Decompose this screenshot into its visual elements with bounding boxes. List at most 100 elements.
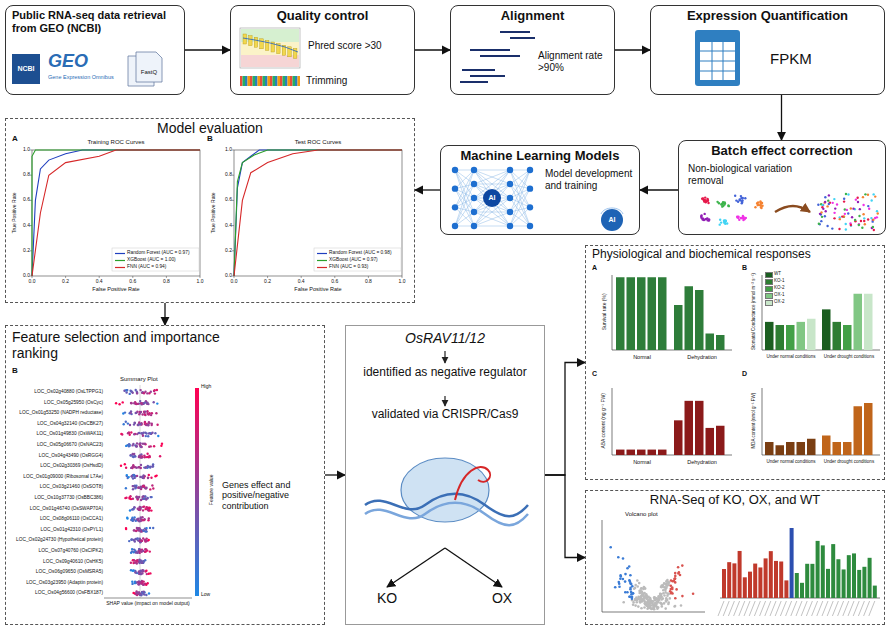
read-stripe	[260, 76, 263, 86]
annotation-label: LOC_Os04g43490 (OsRGG4)	[7, 453, 103, 459]
read-alignment	[460, 32, 535, 82]
batch-dot	[719, 219, 721, 221]
nn-link	[510, 170, 530, 184]
batch-dot	[756, 202, 758, 204]
volcano-dot	[650, 608, 653, 611]
volcano-dot	[664, 583, 667, 586]
volcano-dot	[660, 585, 663, 588]
batch-dot	[700, 214, 702, 216]
nn-node	[471, 223, 477, 229]
batch-dot	[841, 215, 843, 217]
shap-dot	[139, 411, 141, 413]
batch-dot	[856, 196, 858, 198]
node-text: validated via CRISPR/Cas9	[370, 408, 520, 422]
quality-plot	[240, 28, 300, 68]
bar	[658, 277, 667, 350]
shap-dot	[148, 517, 150, 519]
shap-dot	[147, 456, 149, 458]
shap-dot	[139, 549, 141, 551]
shap-dot	[130, 402, 132, 404]
bar	[843, 442, 852, 455]
nn-node	[452, 223, 458, 229]
nn-link	[510, 184, 530, 207]
nn-link	[474, 170, 510, 226]
nn-link	[474, 226, 510, 227]
shap-dot	[129, 434, 131, 436]
go-bar	[795, 573, 799, 598]
color-bar	[195, 388, 199, 596]
annotation-label: 0.4	[293, 279, 309, 285]
annotation-label: 0.8	[158, 279, 174, 285]
shap-dot	[134, 401, 136, 403]
shap-dot	[143, 591, 145, 593]
volcano-dot	[667, 603, 670, 606]
annotation-label: 0.4	[219, 223, 232, 229]
shap-dot	[144, 540, 146, 542]
connector-arrow	[781, 95, 782, 140]
bar	[648, 277, 657, 350]
shap-dot	[139, 506, 141, 508]
go-bar	[732, 563, 736, 598]
node-text: FPKM	[770, 50, 812, 67]
shap-dot	[145, 570, 147, 572]
bar	[637, 277, 646, 350]
shap-dot	[144, 421, 146, 423]
batch-dot	[737, 217, 739, 219]
nn-link	[455, 212, 474, 226]
shap-dot	[159, 455, 161, 457]
batch-dot	[845, 193, 847, 195]
batch-dot	[744, 197, 746, 199]
node-text: Trimming	[306, 75, 406, 87]
batch-dot	[708, 219, 710, 221]
shap-dot	[136, 391, 138, 393]
shap-dot	[131, 550, 133, 552]
legend-text: FNN (AUC = 0.94)	[127, 264, 166, 270]
annotation-label: False Positive Rate	[32, 286, 200, 292]
shap-dot	[132, 508, 134, 510]
bar	[685, 286, 694, 350]
volcano-dot	[643, 586, 646, 589]
batch-dot	[850, 207, 852, 209]
batch-dot	[877, 212, 879, 214]
shap-dot	[131, 518, 133, 520]
read-stripe	[240, 76, 243, 86]
annotation-label: Under drought conditions	[820, 354, 878, 359]
axes	[602, 275, 880, 612]
node-text: Batch effect correction	[678, 144, 886, 159]
go-bar	[805, 564, 809, 598]
node-text: Public RNA-seq data retrieval from GEO (…	[12, 9, 180, 34]
batch-dot	[706, 199, 708, 201]
brain-icon	[601, 209, 623, 231]
shap-dot	[132, 592, 134, 594]
go-bar	[868, 558, 872, 598]
batch-dot	[868, 207, 870, 209]
volcano-dot	[649, 597, 652, 600]
edge-label: Genes effect and positive/negative contr…	[222, 480, 322, 511]
shap-dot	[125, 527, 127, 529]
bar	[765, 442, 774, 455]
batch-dot	[734, 194, 736, 196]
legend-text: KO-2	[774, 285, 785, 290]
volcano-dot	[637, 605, 640, 608]
batch-dot	[870, 217, 872, 219]
volcano-dot	[647, 601, 650, 604]
shap-dot	[131, 444, 133, 446]
shap-dot	[135, 529, 137, 531]
legend-line	[115, 253, 125, 254]
shap-dot	[145, 537, 147, 539]
go-tick	[770, 601, 776, 616]
nn-link	[474, 170, 510, 212]
read-stripe	[283, 76, 286, 86]
shap-dot	[131, 538, 133, 540]
volcano-dot	[630, 583, 633, 586]
shap-dot	[121, 433, 123, 435]
shap-dot	[142, 509, 144, 511]
annotation-label: 0.2	[58, 279, 74, 285]
shap-dot	[141, 413, 143, 415]
legend-line	[115, 267, 125, 268]
ncbi-logo	[12, 54, 40, 84]
shap-dot	[142, 435, 144, 437]
volcano-dot	[669, 590, 672, 593]
batch-dot	[720, 203, 722, 205]
